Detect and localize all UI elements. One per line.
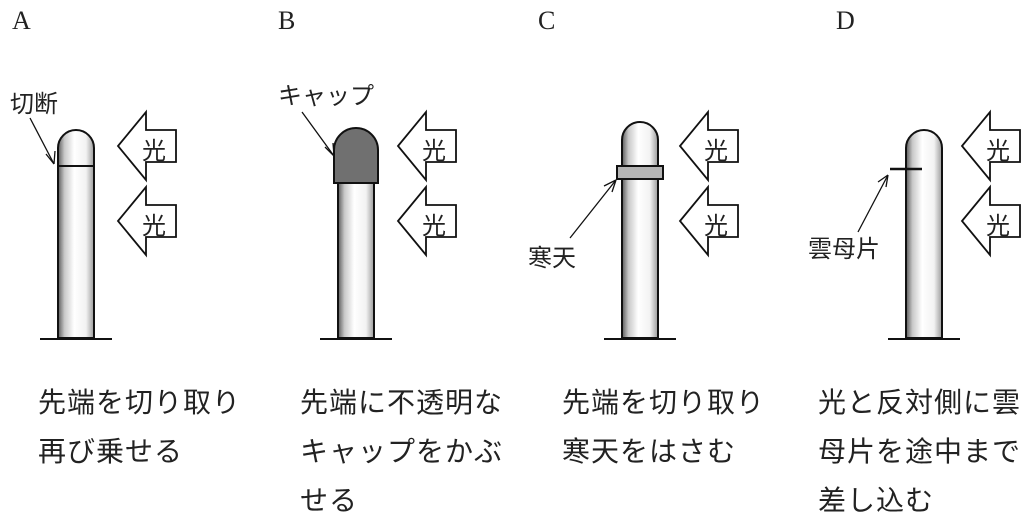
label-agar: 寒天 bbox=[528, 244, 576, 272]
caption-line: 寒天をはさむ bbox=[562, 435, 737, 468]
panel-c-light-arrows bbox=[678, 109, 739, 258]
coleoptile-body bbox=[57, 129, 95, 339]
label-cut: 切断 bbox=[10, 90, 58, 118]
light-arrow bbox=[116, 109, 177, 183]
light-label: 光 bbox=[986, 137, 1010, 165]
panel-letter-c: C bbox=[538, 6, 556, 35]
opaque-cap bbox=[333, 127, 379, 184]
coleoptile-body bbox=[905, 129, 943, 339]
agar-block bbox=[616, 165, 664, 180]
light-label: 光 bbox=[704, 137, 728, 165]
light-arrow bbox=[396, 109, 457, 183]
caption-line: 差し込む bbox=[818, 484, 935, 517]
label-mica: 雲母片 bbox=[808, 235, 880, 263]
panel-d-light-arrows bbox=[960, 109, 1021, 258]
coleoptile-body bbox=[621, 121, 659, 339]
caption-line: 光と反対側に雲 bbox=[818, 386, 1022, 419]
caption-line: 先端を切り取り bbox=[562, 386, 766, 419]
light-label: 光 bbox=[142, 137, 166, 165]
panel-b-light-arrows bbox=[396, 109, 457, 258]
caption-line: 再び乗せる bbox=[38, 435, 184, 468]
caption-b: 先端に不透明な キャップをかぶ せる bbox=[300, 378, 503, 525]
panel-letter-b: B bbox=[278, 6, 296, 35]
light-label: 光 bbox=[704, 212, 728, 240]
caption-line: キャップをかぶ bbox=[300, 435, 504, 468]
light-arrow bbox=[678, 109, 739, 183]
light-label: 光 bbox=[422, 137, 446, 165]
light-label: 光 bbox=[422, 212, 446, 240]
light-arrow bbox=[678, 184, 739, 258]
light-arrow bbox=[960, 109, 1021, 183]
caption-line: せる bbox=[300, 484, 359, 517]
panel-a-light-arrows bbox=[116, 109, 177, 258]
panel-d-coleoptile bbox=[857, 129, 960, 340]
pointer-line bbox=[857, 174, 889, 233]
light-label: 光 bbox=[142, 212, 166, 240]
panel-letter-a: A bbox=[12, 6, 31, 35]
pointer-line bbox=[301, 111, 335, 157]
coleoptile-body bbox=[337, 182, 375, 339]
arrow-head bbox=[603, 179, 617, 193]
caption-d: 光と反対側に雲 母片を途中まで 差し込む bbox=[818, 378, 1021, 525]
caption-line: 母片を途中まで bbox=[818, 435, 1022, 468]
panel-c-coleoptile bbox=[569, 121, 676, 340]
caption-line: 先端を切り取り bbox=[38, 386, 242, 419]
light-label: 光 bbox=[986, 212, 1010, 240]
light-arrow bbox=[116, 184, 177, 258]
arrow-head bbox=[324, 142, 335, 157]
caption-c: 先端を切り取り 寒天をはさむ bbox=[562, 378, 765, 476]
caption-line: 先端に不透明な bbox=[300, 386, 504, 419]
arrow-head bbox=[45, 150, 56, 165]
pointer-line bbox=[569, 179, 617, 239]
pointer-line bbox=[29, 117, 55, 165]
panel-b-coleoptile bbox=[301, 111, 392, 340]
arrow-head bbox=[877, 174, 889, 188]
panel-a-coleoptile bbox=[29, 117, 112, 340]
light-arrow bbox=[396, 184, 457, 258]
caption-a: 先端を切り取り 再び乗せる bbox=[38, 378, 241, 476]
light-arrow bbox=[960, 184, 1021, 258]
panel-letter-d: D bbox=[836, 6, 855, 35]
label-cap: キャップ bbox=[278, 82, 374, 110]
